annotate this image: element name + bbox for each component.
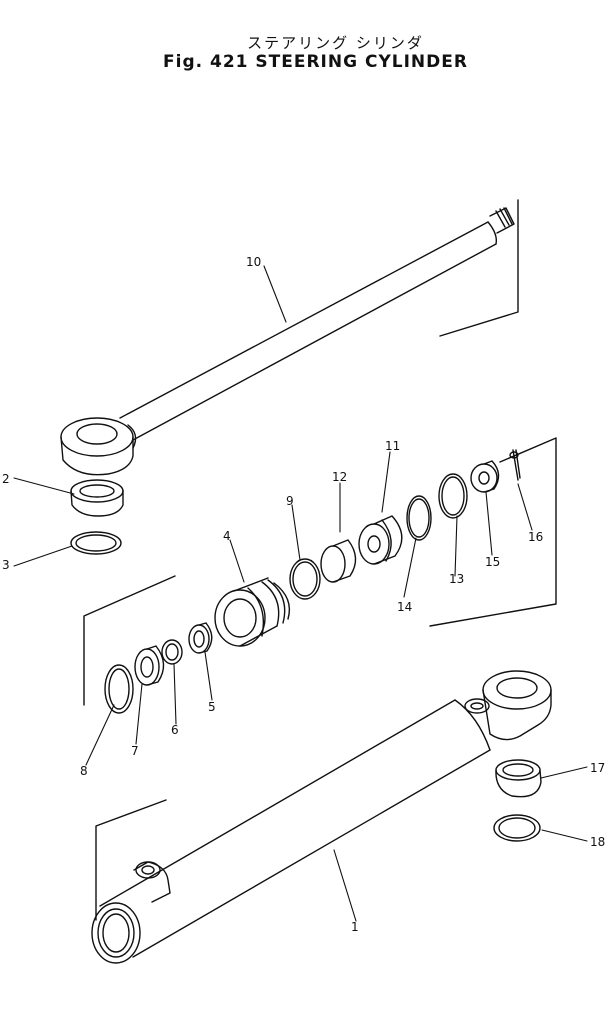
frame-line-right [429,437,557,627]
callout-8: 8 [80,764,88,778]
callout-2: 2 [2,472,10,486]
part-snap-ring-3 [70,531,122,555]
callout-16: 16 [528,530,543,544]
part-o-ring-14 [406,495,432,541]
part-bushing-2 [70,479,124,517]
callout-7: 7 [131,744,139,758]
part-piston-rod [60,199,519,476]
callout-10: 10 [246,255,261,269]
callout-6: 6 [171,723,179,737]
callout-4: 4 [223,529,231,543]
part-snap-ring-8 [104,664,134,714]
part-seal-7 [134,645,165,686]
callout-5: 5 [208,700,216,714]
part-wear-ring-13 [438,473,468,519]
part-snap-ring-18 [493,814,541,842]
part-ring-6 [161,639,183,665]
part-bushing-17 [495,759,542,798]
leader-lines [13,265,588,922]
callout-3: 3 [2,558,10,572]
part-o-ring-9 [289,558,321,600]
frame-line-left [83,575,176,706]
part-piston-11 [358,515,403,565]
callout-11: 11 [385,439,400,453]
figure-title-japanese: ステアリング シリンダ [247,34,424,52]
callout-17: 17 [590,761,605,775]
part-cylinder-tube [91,670,552,964]
part-ring-12 [320,539,357,583]
figure-title: Fig. 421 STEERING CYLINDER [163,52,468,72]
part-nut-15 [470,460,500,493]
callout-13: 13 [449,572,464,586]
callout-9: 9 [286,494,294,508]
callout-15: 15 [485,555,500,569]
callout-14: 14 [397,600,412,614]
callout-labels: 1 2 3 4 5 6 7 8 9 10 11 12 13 14 15 16 1… [2,255,605,934]
callout-18: 18 [590,835,605,849]
callout-1: 1 [351,920,359,934]
part-seal-5 [188,622,213,654]
part-gland-4 [214,577,291,647]
callout-12: 12 [332,470,347,484]
